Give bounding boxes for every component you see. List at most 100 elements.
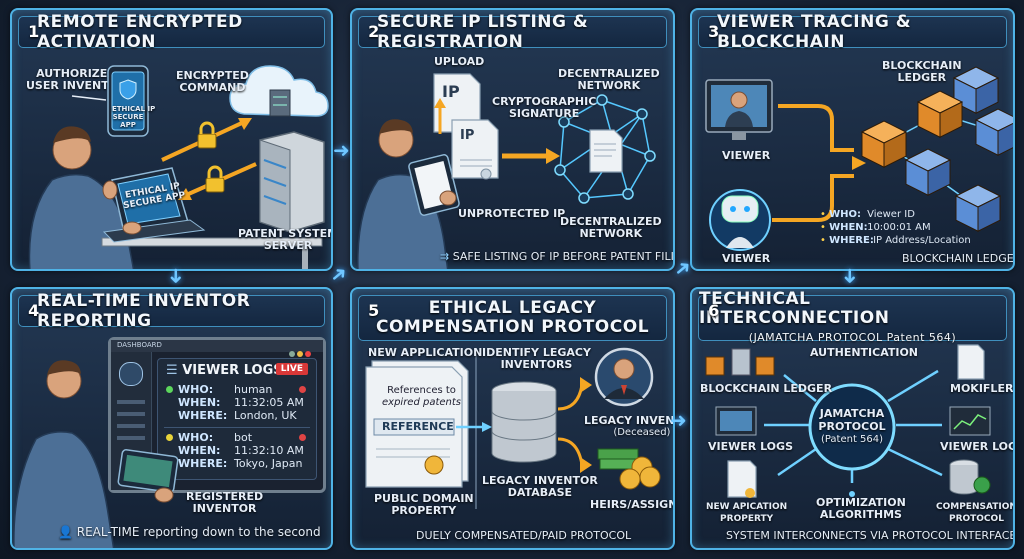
panel-title: 1 Remote Encrypted Activation — [18, 12, 325, 52]
reference-button: REFERENCE — [382, 420, 454, 433]
viewer-logs-right-label: VIEWER LOGS — [940, 440, 1013, 453]
panel-footer: 👤 REAL-TIME reporting down to the second — [58, 525, 321, 539]
panel-viewer-tracing: 3 Viewer Tracing & Blockchain BLOCKCHAIN… — [690, 8, 1015, 271]
live-badge: LIVE — [275, 363, 308, 375]
log-entry: WHO:bot WHEN:11:32:10 AM WHERE:Tokyo, Ja… — [164, 431, 310, 475]
legacy-inventor-database-icon — [491, 381, 557, 463]
document-icon — [727, 460, 757, 498]
double-arrow-icon: ⇉ — [440, 250, 453, 263]
panel-footer: BLOCKCHAIN LEDGER — [902, 252, 1015, 265]
panel-title-line-1: Ethical Legacy — [428, 298, 597, 318]
trace-where: • WHERE:IP Address/Location — [820, 235, 971, 246]
status-dot-yellow — [166, 434, 173, 441]
panel-title: 2 Secure IP Listing & Registration — [358, 12, 667, 52]
panel-title: 4 Real-Time Inventor Reporting — [18, 291, 325, 331]
trace-connector — [772, 174, 854, 222]
user-avatar-icon — [119, 362, 143, 386]
arrow-p5-p6: ➜ — [670, 408, 687, 432]
panel-number: 4 — [28, 300, 40, 320]
panel-title-text: Real-Time Inventor Reporting — [37, 291, 251, 331]
panel-title: 6 Technical Interconnection (JAMATCHA PR… — [698, 289, 1007, 344]
panel-number: 6 — [708, 300, 720, 320]
status-dot-red — [299, 434, 306, 441]
panel5-illustration — [365, 347, 661, 509]
upload-label: UPLOAD — [434, 55, 485, 68]
panel-number: 5 — [368, 300, 380, 320]
trace-when: • WHEN:10:00:01 AM — [820, 222, 931, 233]
log-entry: WHO:human WHEN:11:32:05 AM WHERE:London,… — [164, 383, 310, 428]
viewer-label: VIEWER — [722, 252, 771, 265]
doc-ip-label: IP — [442, 82, 460, 101]
panel3-illustration — [705, 79, 866, 251]
blockchain-block-icon — [974, 108, 1013, 157]
viewer-label: VIEWER — [722, 149, 771, 162]
panel4-illustration — [13, 360, 179, 548]
legacy-inventor-label: LEGACY INVENTOR(Deceased) — [584, 414, 675, 439]
panel-title-text: Remote Encrypted Activation — [37, 12, 243, 52]
panel-footer: SYSTEM INTERCONNECTS via PROTOCOL INTERF… — [726, 529, 1015, 542]
unprotected-ip-label: UNPROTECTED IP — [458, 207, 566, 220]
viewer-logs-left-label: VIEWER LOGS — [708, 440, 793, 453]
panel-number: 1 — [28, 21, 40, 41]
panel-number: 2 — [368, 21, 380, 41]
arrow-p1-p2: ➜ — [333, 138, 350, 162]
panel6-illustration — [705, 344, 991, 498]
seal-icon — [424, 455, 444, 475]
panel-title-line-2: Compensation Protocol — [375, 317, 650, 337]
ip-document-icon — [451, 119, 499, 179]
dashboard-monitor: DASHBOARD ☰ VIEWER LOGS LIVE WHO:human W… — [108, 337, 326, 493]
shield-icon — [119, 79, 137, 100]
new-application-label: NEW APPLICATION — [368, 346, 483, 359]
ip-document-icon — [433, 73, 481, 133]
arrow-p1-p4: ➜ — [164, 267, 189, 285]
trace-connector — [778, 104, 854, 152]
blockchain-block-icon — [954, 184, 1002, 233]
authentication-label: AUTHENTICATION — [810, 346, 919, 359]
money-stack-icon — [597, 448, 661, 490]
status-dot-green — [166, 386, 173, 393]
blockchain-block-icon — [904, 148, 952, 197]
panel-title-text: Secure IP Listing & Registration — [377, 12, 589, 52]
panel-subtitle: (JAMATCHA PROTOCOL Patent 564) — [748, 330, 957, 344]
blockchain-block-icon — [916, 90, 964, 139]
panel-title: 5 Ethical Legacy Compensation Protocol — [358, 295, 667, 341]
dashboard-label: DASHBOARD — [117, 341, 162, 349]
inventor-body — [13, 431, 115, 548]
blockchain-block-icon — [860, 120, 908, 169]
lock-icon — [197, 121, 217, 149]
panel-footer: ⇉ SAFE LISTING OF IP BEFORE PATENT FILIN… — [440, 250, 675, 263]
lock-icon — [205, 165, 225, 193]
dashboard-topbar: DASHBOARD — [111, 340, 323, 357]
list-icon: ☰ — [166, 363, 183, 378]
panel-title-text: Viewer Tracing & Blockchain — [717, 12, 912, 52]
panel-number: 3 — [708, 21, 720, 41]
viewer-logs-title: ☰ VIEWER LOGS — [166, 363, 283, 378]
mokifler-label: MOKIFLER — [950, 382, 1014, 395]
heirs-label: HEIRS/ASSIGNS — [590, 498, 673, 511]
window-controls — [289, 342, 319, 357]
viewer-logs-card: ☰ VIEWER LOGS LIVE WHO:human WHEN:11:32:… — [157, 358, 317, 480]
arrow-p3-p6: ➜ — [838, 267, 863, 285]
trace-info: • WHO:Viewer ID • WHEN:10:00:01 AM • WHE… — [820, 208, 971, 247]
panel-remote-encrypted-activation: 1 Remote Encrypted Activation AUTHORIZED… — [10, 8, 333, 271]
panel-footer: DUELY COMPENSATED/PAID PROTOCOL — [416, 529, 632, 542]
panel-real-time-reporting: 4 Real-Time Inventor Reporting DASHBOARD… — [10, 287, 333, 550]
jamatcha-protocol-hub — [808, 383, 896, 471]
panel-secure-ip-listing: 2 Secure IP Listing & Registration — [350, 8, 675, 271]
status-dot-red — [299, 386, 306, 393]
panel-title-text: Technical Interconnection — [699, 288, 890, 328]
